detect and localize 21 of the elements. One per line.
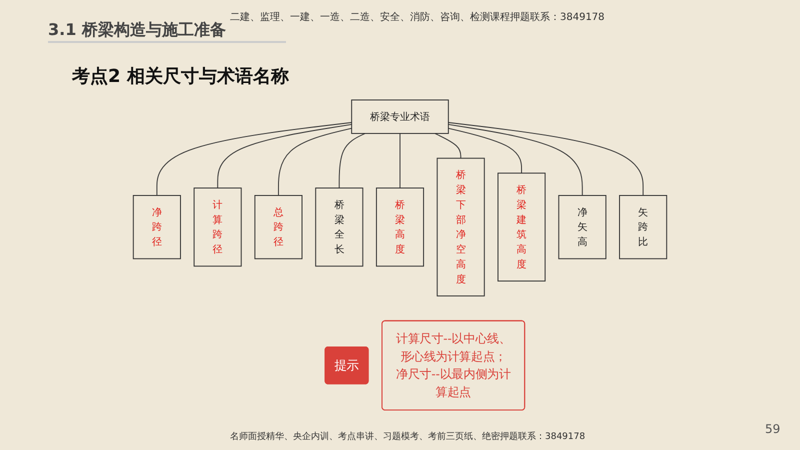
connector: [278, 128, 352, 196]
node-box: 净跨径: [132, 195, 181, 260]
node-box: 总跨径: [254, 195, 302, 260]
node-box: 桥梁高度: [376, 188, 424, 267]
node-box: 计算跨径: [194, 188, 242, 267]
connector: [338, 132, 366, 188]
connector: [434, 132, 462, 159]
connector: [217, 124, 352, 188]
node-box: 桥梁全长: [315, 188, 364, 267]
connector: [448, 124, 583, 196]
connector: [448, 128, 522, 174]
footer-note: 名师面授精华、央企内训、考点串讲、习题模考、考前三页纸、绝密押题联系：3849178: [230, 430, 586, 443]
slide-title: 考点2 相关尺寸与术语名称: [72, 65, 289, 88]
node-box: 桥梁建筑高度: [498, 172, 546, 282]
node-box: 桥梁专业术语: [351, 100, 449, 134]
connector: [448, 122, 644, 196]
connector: [156, 122, 352, 196]
page-number: 59: [765, 422, 780, 436]
node-box: 净矢高: [558, 195, 606, 260]
node-box: 桥梁下部净空高度: [436, 158, 485, 296]
node-box: 矢跨比: [619, 195, 668, 260]
